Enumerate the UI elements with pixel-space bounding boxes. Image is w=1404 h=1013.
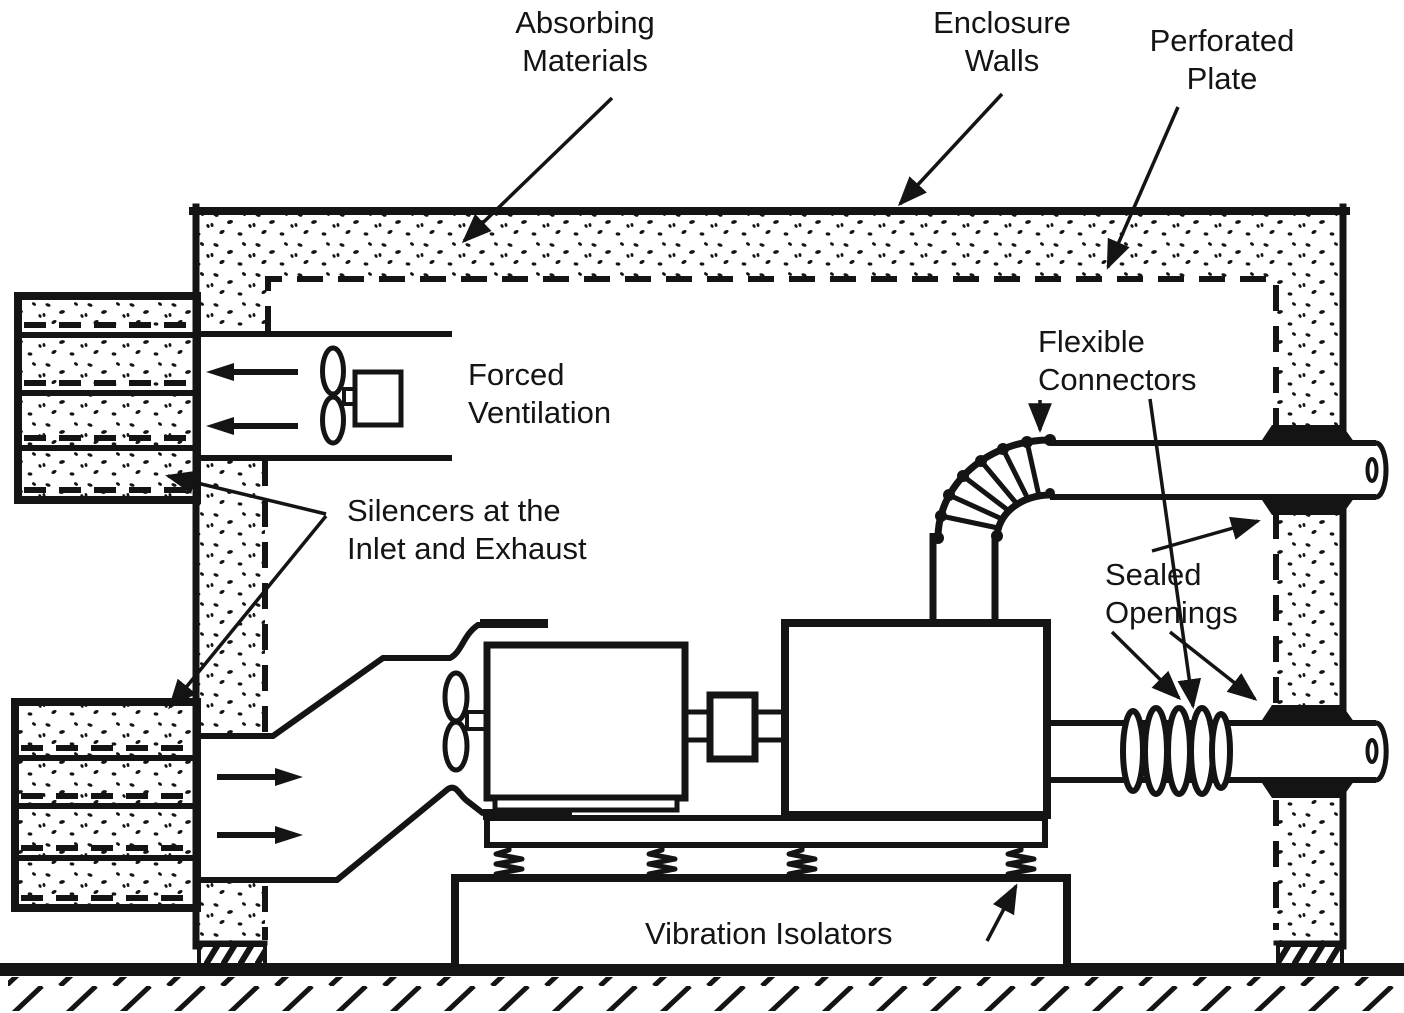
leader-vibration-isolators <box>985 883 1018 942</box>
airflow-arrow-inlet-2 <box>217 826 303 844</box>
label-enclosure-walls-2: Walls <box>965 43 1040 78</box>
bellows-icon <box>1120 705 1233 797</box>
label-sealed-openings-2: Openings <box>1105 595 1238 630</box>
leader-perforated-plate <box>1106 106 1180 270</box>
leader-absorbing-materials <box>461 96 614 244</box>
ventilation-fan-icon <box>320 345 404 446</box>
label-flexible-connectors-2: Connectors <box>1038 362 1197 397</box>
exhaust-pipe-upper <box>1050 440 1389 500</box>
exhaust-stack <box>929 533 999 623</box>
leader-flexible-bellows <box>1148 398 1202 709</box>
shaft-coupling <box>685 691 785 763</box>
label-forced-ventilation-2: Ventilation <box>468 395 611 430</box>
airflow-arrow-exhaust-1 <box>206 363 298 381</box>
sealed-opening-upper <box>1258 425 1357 515</box>
leader-sealed-lower <box>1168 630 1258 701</box>
leader-silencers-upper <box>165 470 327 516</box>
label-silencers-1: Silencers at the <box>347 493 561 528</box>
label-perforated-plate-1: Perforated <box>1150 23 1295 58</box>
silencer-exhaust-upper <box>14 292 201 504</box>
leader-silencers-lower <box>168 514 328 710</box>
corrugated-elbow-icon <box>932 434 1056 544</box>
label-vibration-isolators: Vibration Isolators <box>645 916 893 951</box>
label-silencers-2: Inlet and Exhaust <box>347 531 587 566</box>
leader-enclosure-walls <box>897 92 1004 207</box>
ventilation-duct-upper <box>197 331 452 461</box>
machine-base-plate <box>484 815 1048 848</box>
leader-sealed-pipe <box>1110 630 1182 701</box>
enclosure-wall-absorbing-fill <box>197 211 1342 943</box>
label-forced-ventilation-1: Forced <box>468 357 564 392</box>
diagram-labels: Absorbing Materials Enclosure Walls Perf… <box>347 5 1294 951</box>
ground-hatching <box>8 977 1400 1011</box>
airflow-arrow-exhaust-2 <box>206 417 298 435</box>
driven-machine-box <box>781 619 1051 819</box>
label-sealed-openings-1: Sealed <box>1105 557 1202 592</box>
leader-sealed-upper <box>1151 516 1261 553</box>
machine-fan-icon <box>442 670 489 773</box>
motor-box <box>483 641 689 802</box>
label-enclosure-walls-1: Enclosure <box>933 5 1071 40</box>
wall-foundation-pads <box>197 943 1344 969</box>
leader-arrows <box>165 92 1261 942</box>
foundation-block <box>451 874 1071 972</box>
airflow-arrow-inlet-1 <box>217 768 303 786</box>
motor-pedestal <box>492 795 680 813</box>
perforated-plate-lining <box>262 276 1279 940</box>
label-perforated-plate-2: Plate <box>1187 61 1258 96</box>
label-flexible-connectors-1: Flexible <box>1038 324 1145 359</box>
label-absorbing-materials-1: Absorbing <box>515 5 655 40</box>
sealed-opening-lower <box>1258 705 1357 798</box>
silencer-inlet-lower <box>11 698 201 912</box>
label-absorbing-materials-2: Materials <box>522 43 648 78</box>
intake-funnel <box>197 619 572 883</box>
